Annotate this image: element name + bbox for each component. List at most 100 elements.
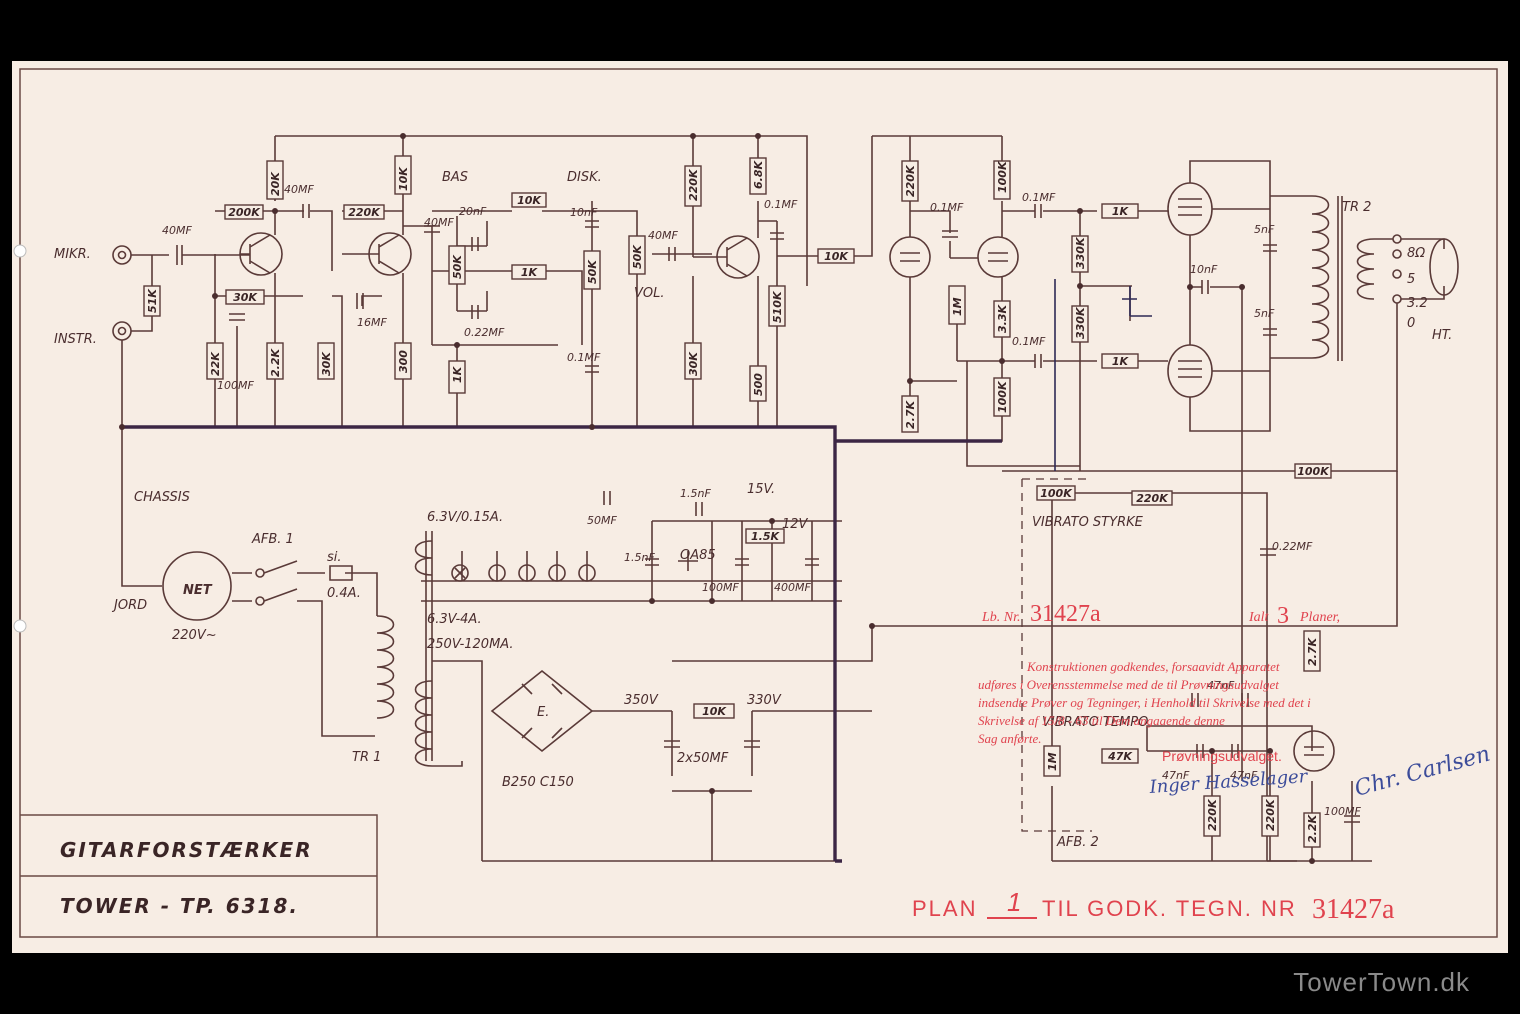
r17-value: 30K — [687, 351, 700, 376]
c8-value: 10nF — [570, 206, 598, 219]
ialt-text: Ialt — [1248, 610, 1270, 625]
heater-label-2: 6.3V-4A. — [427, 612, 482, 627]
r16-value: 50K — [631, 244, 644, 269]
c17-value: 5nF — [1254, 223, 1275, 236]
title-block: GITARFORSTÆRKER TOWER - TP. 6318. — [20, 814, 378, 937]
vibrato-shield — [1021, 478, 1092, 832]
r4-value: 30K — [233, 291, 258, 304]
c29-c30-label: 2x50MF — [677, 751, 729, 766]
vol-label: VOL. — [634, 286, 665, 301]
r26-value: 100K — [996, 160, 1009, 193]
instr-label: INSTR. — [54, 332, 97, 347]
r33-value: 100K — [1297, 465, 1330, 478]
v12-label: 12V — [782, 517, 809, 532]
c19-value: 50MF — [587, 514, 617, 527]
r2-value: 22K — [209, 351, 222, 376]
c22-value: 100MF — [702, 581, 739, 594]
r1-value: 51K — [146, 288, 159, 313]
r14-value: 1K — [521, 266, 539, 279]
capacitor-symbols — [229, 204, 1360, 823]
component-values: 200K 30K 220K 20K 10K 51K 22K 2.2K 30K 3… — [143, 155, 1332, 848]
c4-value: 16MF — [357, 316, 387, 329]
drawing-border — [19, 68, 1498, 938]
r7-value: 30K — [320, 351, 333, 376]
approval-line-2: udføres i Overensstemmelse med de til Pr… — [978, 677, 1279, 692]
plan-number: 1 — [1007, 887, 1021, 917]
schematic-diagram: 200K 30K 220K 20K 10K 51K 22K 2.2K 30K 3… — [13, 68, 1498, 938]
v350-label: 350V — [624, 693, 659, 708]
r23-value: 220K — [904, 164, 917, 197]
c15-value: 0.1MF — [1012, 335, 1046, 348]
approval-line-1: Konstruktionen godkendes, forsaavidt App… — [1026, 659, 1280, 674]
r25-value: 1M — [951, 297, 964, 316]
v330-label: 330V — [747, 693, 782, 708]
ht-winding-label: 250V-120MA. — [427, 637, 514, 652]
junction-dots — [119, 133, 1315, 864]
chassis-label: CHASSIS — [134, 490, 190, 505]
c1-value: 40MF — [162, 224, 192, 237]
pen-wiring — [1054, 279, 1137, 471]
tap-8-label: 8Ω — [1407, 246, 1425, 261]
r34-value: 1.5K — [751, 530, 780, 543]
c3-value: 40MF — [284, 183, 314, 196]
ht-label: HT. — [1432, 328, 1452, 343]
planer-text: Planer, — [1299, 610, 1340, 625]
c25-value: 0.22MF — [1272, 540, 1313, 553]
c21-value: 1.5nF — [680, 487, 711, 500]
r38-value: 2.7K — [1306, 637, 1319, 666]
bridge-label: E. — [537, 705, 549, 720]
r39-value: 1M — [1046, 752, 1059, 771]
r41-value: 220K — [1206, 798, 1219, 831]
mains-label: 220V~ — [172, 628, 217, 643]
r35-value: 10K — [702, 705, 727, 718]
committee-name: Prøvningsudvalget. — [1162, 748, 1282, 764]
net-label: NET — [183, 583, 213, 598]
c28-value: 47nF — [1230, 769, 1258, 782]
r29-value: 330K — [1074, 306, 1087, 339]
r18-value: 220K — [687, 168, 700, 201]
r3-value: 200K — [228, 206, 261, 219]
tap-32-label: 3.2 — [1407, 296, 1428, 311]
plan-caption: PLAN 1 TIL GODK. TEGN. NR 31427a — [912, 887, 1395, 925]
plan-drawing-number: 31427a — [1312, 894, 1395, 925]
r12-value: 50K — [451, 254, 464, 279]
r10-value: 300 — [397, 350, 410, 373]
r6-value: 20K — [269, 171, 282, 196]
c24-value: 100MF — [1324, 805, 1361, 818]
mikr-label: MIKR. — [54, 247, 91, 262]
punch-hole-bottom — [13, 619, 27, 633]
oa85-label: OA85 — [680, 548, 716, 563]
lb-prefix: Lb. Nr. — [981, 610, 1021, 625]
c9-value: 0.1MF — [567, 351, 601, 364]
c5-value: 40MF — [424, 216, 454, 229]
heavy-bus — [122, 425, 1002, 863]
rectifier-label: B250 C150 — [502, 775, 574, 790]
r43-value: 2.2K — [1306, 814, 1319, 843]
c13-value: 0.1MF — [930, 201, 964, 214]
plan-prefix: PLAN — [912, 896, 977, 921]
r21-value: 510K — [771, 290, 784, 323]
c26-value: 47nF — [1207, 679, 1235, 692]
c2-value: 100MF — [217, 379, 254, 392]
approval-line-4: Skrivelse af 15/8 - 63 til Dem angaaende… — [978, 713, 1225, 728]
si-label: si. — [327, 550, 342, 565]
r22-value: 10K — [824, 250, 849, 263]
signature-2: Chr. Carlsen — [1352, 742, 1493, 802]
r15-value: 50K — [586, 259, 599, 284]
plan-mid: TIL GODK. TEGN. NR — [1042, 896, 1297, 921]
tap-5-label: 5 — [1407, 272, 1415, 287]
tap-0-label: 0 — [1407, 316, 1415, 331]
r8-value: 220K — [348, 206, 381, 219]
lb-number: 31427a — [1030, 601, 1101, 627]
tr1-label: TR 1 — [352, 750, 381, 765]
r37-value: 220K — [1136, 492, 1169, 505]
r5-value: 2.2K — [269, 348, 282, 377]
jord-label: JORD — [111, 598, 147, 613]
r27-value: 3.3K — [996, 304, 1009, 333]
vibrato-styrke-label: VIBRATO STYRKE — [1032, 515, 1144, 530]
c16-value: 10nF — [1190, 263, 1218, 276]
afb2-label: AFB. 2 — [1056, 835, 1099, 850]
c7-value: 0.22MF — [464, 326, 505, 339]
r30-value: 330K — [1074, 236, 1087, 269]
r28-value: 100K — [996, 380, 1009, 413]
